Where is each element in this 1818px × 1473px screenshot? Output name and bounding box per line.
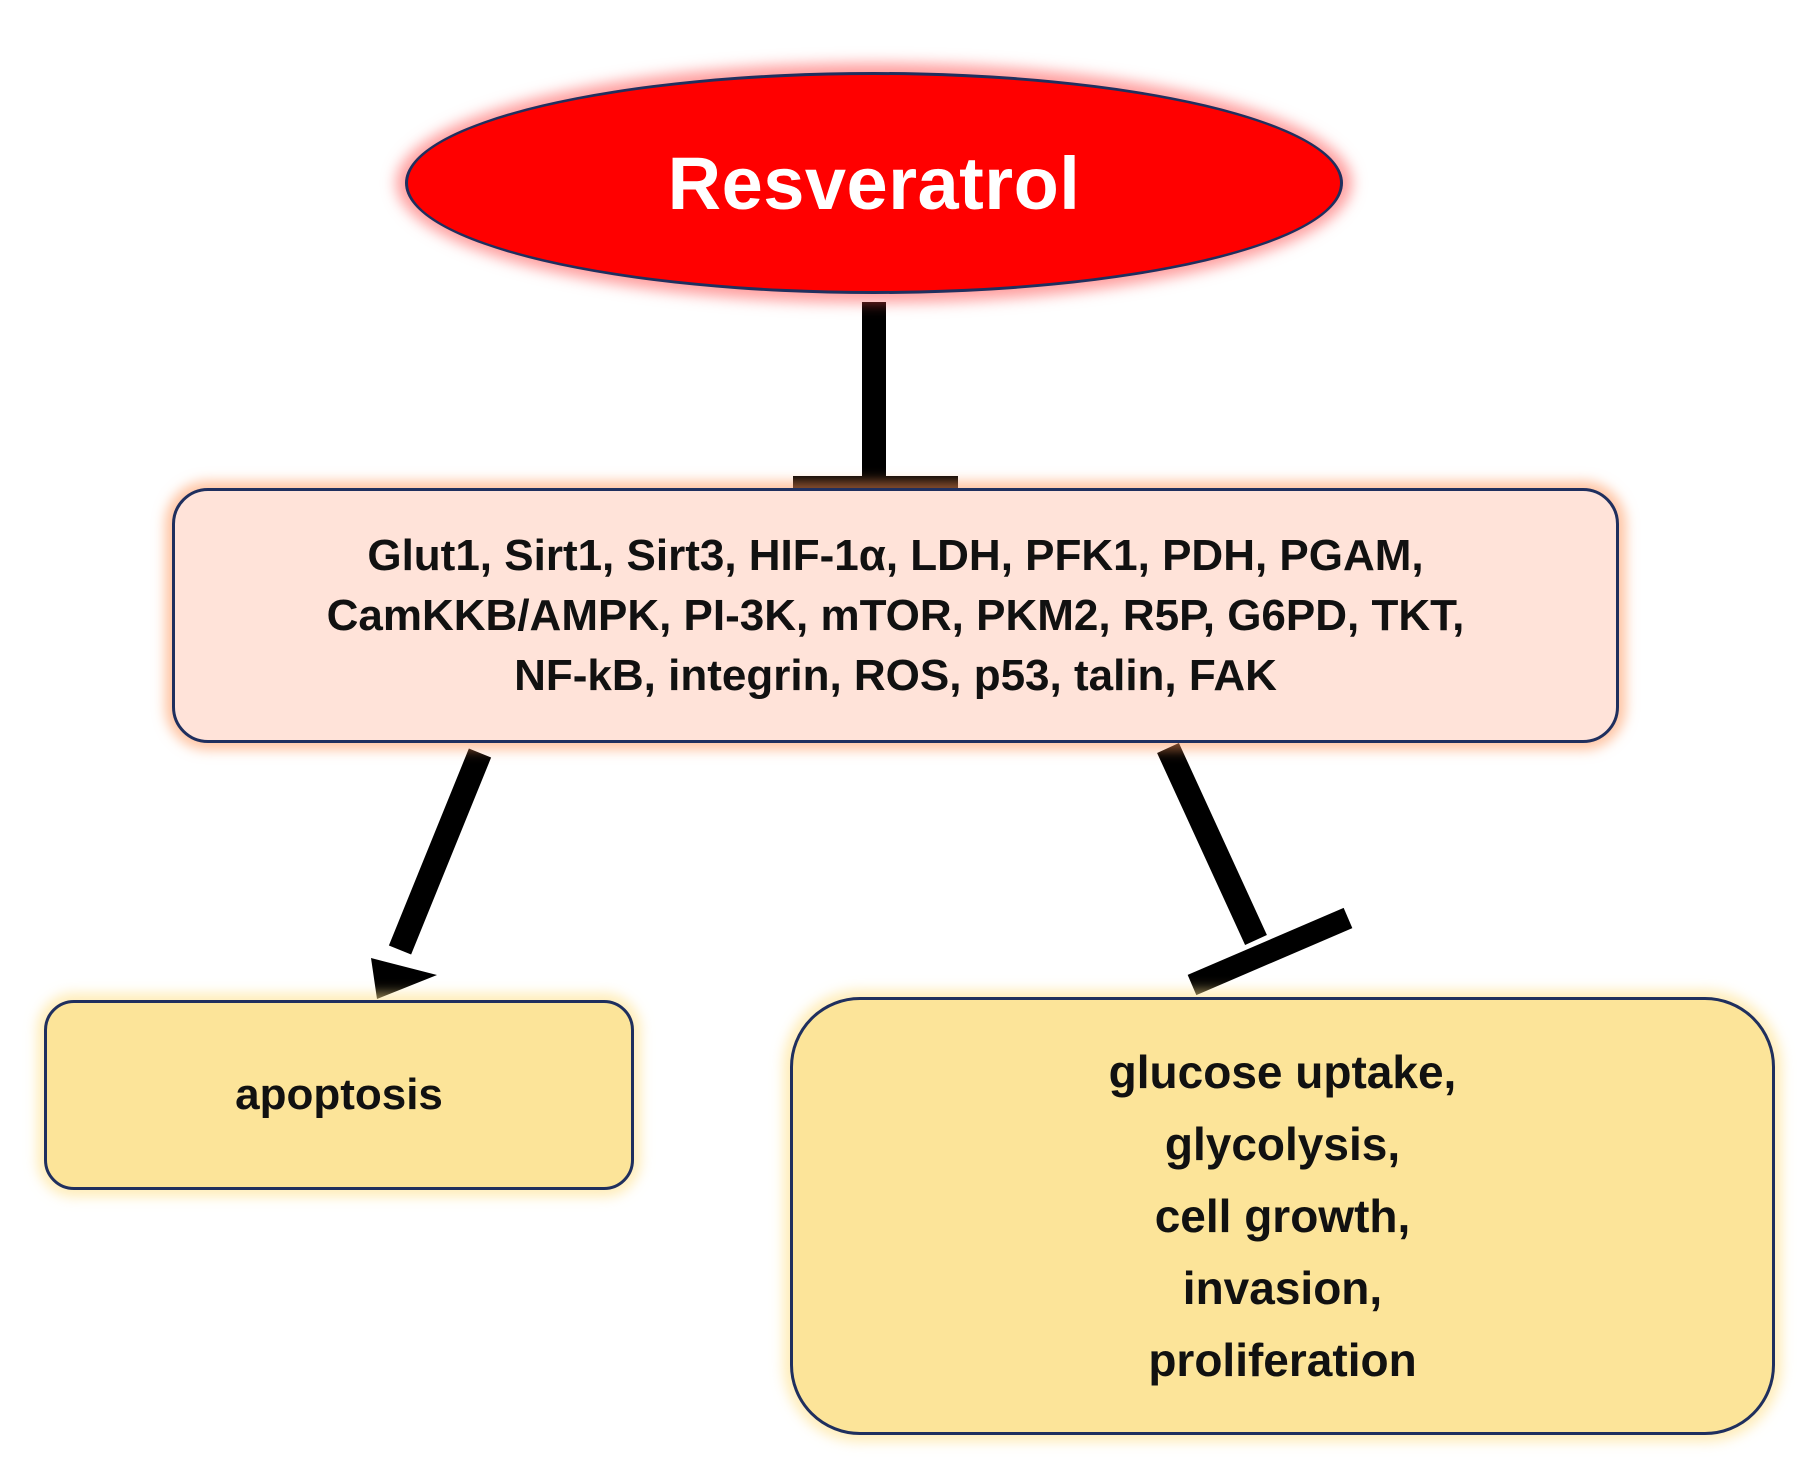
molecular-targets-box: Glut1, Sirt1, Sirt3, HIF-1α, LDH, PFK1, … xyxy=(172,488,1619,743)
process-line: invasion, xyxy=(1182,1262,1383,1314)
process-line: cell growth, xyxy=(1154,1190,1411,1242)
inhibited-processes-text: glucose uptake, glycolysis, cell growth,… xyxy=(1109,1036,1457,1396)
arrowhead-icon xyxy=(371,958,437,999)
apoptosis-box: apoptosis xyxy=(44,1000,634,1190)
process-line: glucose uptake, xyxy=(1108,1046,1457,1098)
edge-line-targets-to-apoptosis xyxy=(388,748,492,955)
edge-targets-to-apoptosis xyxy=(371,748,492,999)
resveratrol-node: Resveratrol xyxy=(405,72,1343,294)
targets-line: CamKKB/AMPK, PI-3K, mTOR, PKM2, R5P, G6P… xyxy=(326,590,1465,640)
targets-text: Glut1, Sirt1, Sirt3, HIF-1α, LDH, PFK1, … xyxy=(327,526,1465,706)
edge-targets-to-outcomes xyxy=(1157,743,1353,996)
targets-line: NF-kB, integrin, ROS, p53, talin, FAK xyxy=(514,650,1277,700)
edge-line-targets-to-outcomes xyxy=(1157,743,1267,945)
inhibition-bar-icon xyxy=(1187,907,1353,996)
targets-line: Glut1, Sirt1, Sirt3, HIF-1α, LDH, PFK1, … xyxy=(367,530,1424,580)
resveratrol-label: Resveratrol xyxy=(667,141,1081,225)
edge-source-to-targets xyxy=(793,302,958,498)
inhibited-processes-box: glucose uptake, glycolysis, cell growth,… xyxy=(790,997,1775,1435)
apoptosis-label: apoptosis xyxy=(235,1070,443,1119)
process-line: proliferation xyxy=(1148,1334,1417,1386)
process-line: glycolysis, xyxy=(1164,1118,1401,1170)
